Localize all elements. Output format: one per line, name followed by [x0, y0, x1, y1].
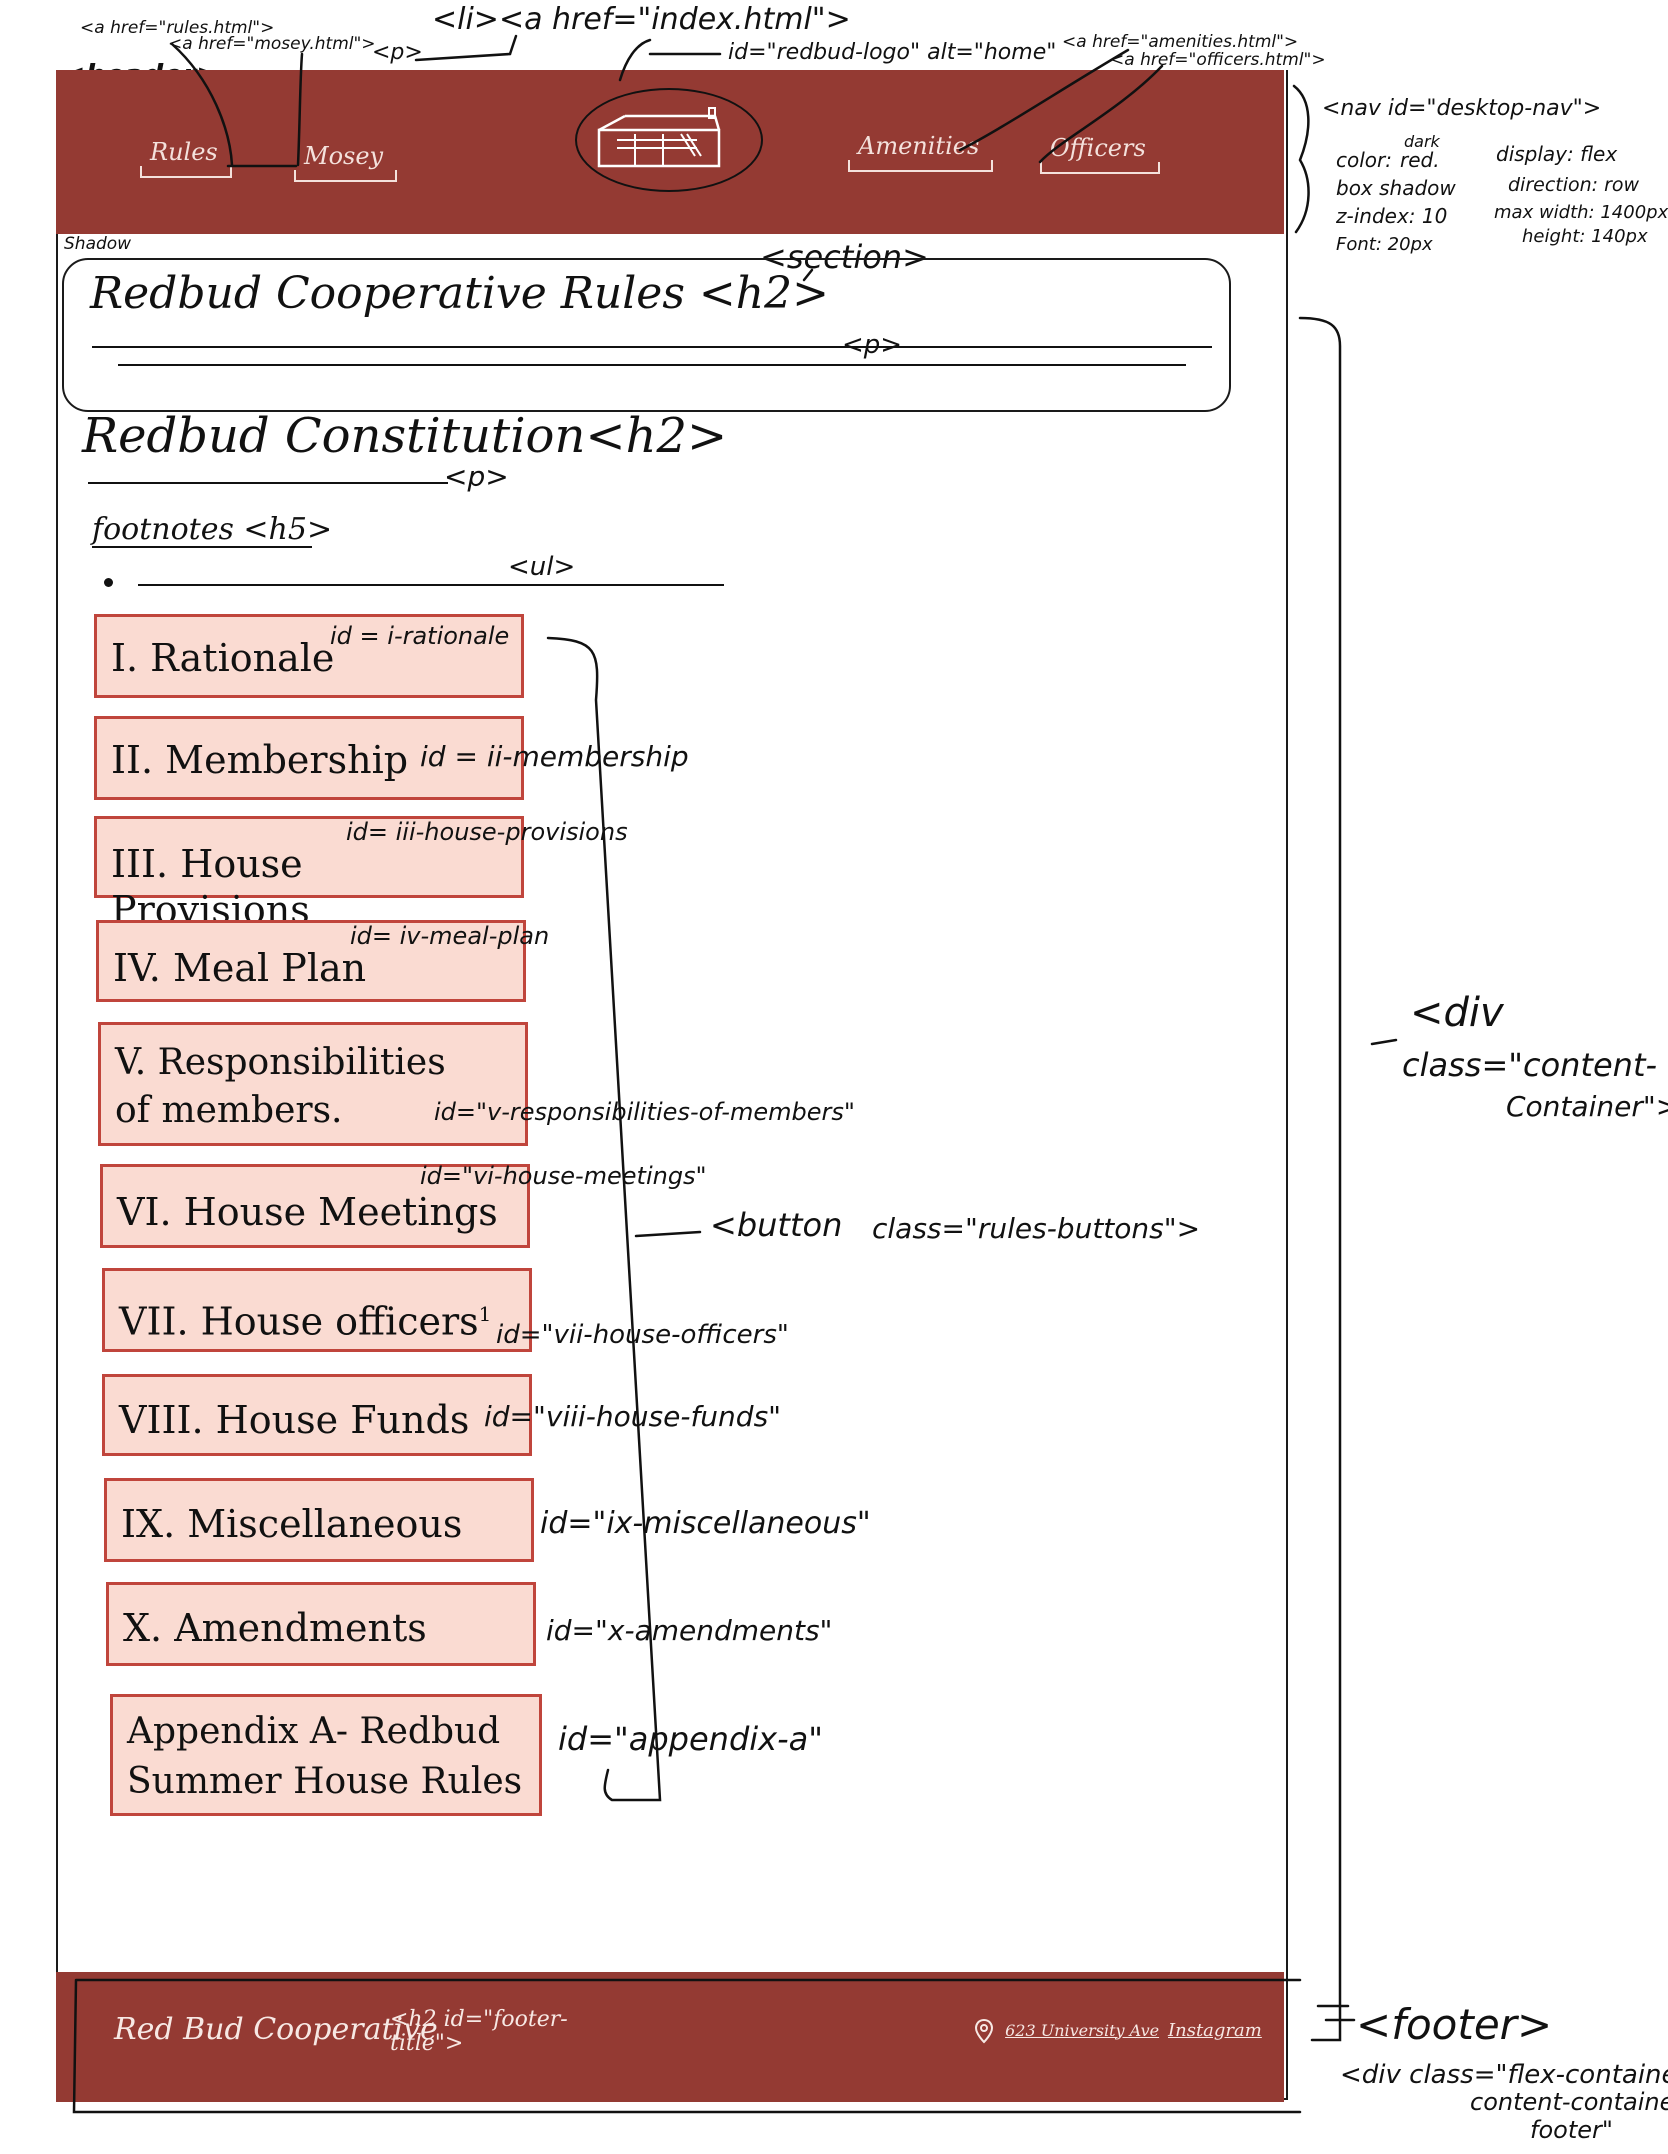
- annotation-div-class-2: Container">: [1506, 1090, 1668, 1123]
- annotation-height: height: 140px: [1522, 226, 1648, 247]
- rule-button-v-responsibilities-of-members[interactable]: V. Responsibilities of members.: [98, 1022, 528, 1146]
- annotation-officers-link: <a href="officers.html">: [1110, 50, 1326, 70]
- annotation-button-tag: <button: [710, 1206, 843, 1244]
- annotation-section-p: <p>: [842, 330, 903, 360]
- annotation-footer-div-3: footer": [1530, 2116, 1613, 2144]
- section-title: Redbud Cooperative Rules <h2>: [90, 268, 829, 319]
- rule-id: id="v-responsibilities-of-members": [434, 1098, 855, 1126]
- nav-rules-link[interactable]: Rules: [140, 138, 232, 178]
- rule-label: III. House Provisions: [111, 842, 310, 932]
- rule-button-x-amendments[interactable]: X. Amendments: [106, 1582, 536, 1666]
- annotation-color-value: red.: [1400, 148, 1440, 172]
- nav-rules-underline: [140, 166, 232, 178]
- rule-button-viii-house-funds[interactable]: VIII. House Funds: [102, 1374, 532, 1456]
- nav-officers-link[interactable]: Officers: [1040, 134, 1160, 174]
- annotation-rules-link: <a href="rules.html">: [80, 18, 275, 38]
- rule-label: VI. House Meetings: [117, 1190, 498, 1234]
- rule-button-iv-meal-plan[interactable]: IV. Meal Plan: [96, 920, 526, 1002]
- annotation-li-index: <li><a href="index.html">: [432, 2, 851, 37]
- annotation-direction: direction: row: [1508, 174, 1640, 196]
- annotation-button-class: class="rules-buttons">: [872, 1212, 1201, 1245]
- rule-id: id = ii-membership: [420, 740, 689, 773]
- rule-id: id="vii-house-officers": [496, 1320, 789, 1350]
- annotation-mosey-link: <a href="mosey.html">: [168, 34, 376, 54]
- section-box: [62, 258, 1231, 412]
- house-logo-icon: [597, 107, 721, 168]
- footer-title-annotation: <h2 id="footer-title">: [390, 2007, 568, 2056]
- annotation-footer-div-1: <div class="flex-container: [1340, 2060, 1668, 2090]
- rule-id: id="viii-house-funds": [484, 1400, 782, 1433]
- location-pin-icon: [974, 2018, 994, 2044]
- nav-amenities-link[interactable]: Amenities: [848, 132, 994, 172]
- constitution-title: Redbud Constitution<h2>: [82, 408, 728, 464]
- rule-label: IX. Miscellaneous: [121, 1502, 463, 1546]
- footer-instagram-link[interactable]: Instagram: [1168, 2020, 1262, 2041]
- annotation-z-index: z-index: 10: [1336, 204, 1448, 228]
- rule-button-i-rationale[interactable]: I. Rationale: [94, 614, 524, 698]
- rule-id: id="vi-house-meetings": [420, 1162, 707, 1190]
- annotation-footer-div-2: content-container: [1470, 2088, 1668, 2116]
- rule-button-appendix-a[interactable]: Appendix A- Redbud Summer House Rules: [110, 1694, 542, 1816]
- annotation-ul-tag: <ul>: [508, 552, 576, 582]
- rule-id: id="appendix-a": [558, 1720, 823, 1758]
- rule-label: X. Amendments: [123, 1606, 427, 1650]
- annotation-p-tag: <p>: [372, 40, 423, 65]
- redbud-logo[interactable]: [575, 88, 763, 192]
- annotation-shadow: Shadow: [64, 234, 132, 254]
- rule-button-ii-membership[interactable]: II. Membership: [94, 716, 524, 800]
- annotation-color-label: color:: [1336, 148, 1392, 172]
- annotation-box-shadow: box shadow: [1336, 176, 1456, 200]
- annotation-div-class-1: class="content-: [1402, 1046, 1658, 1084]
- footnote-marker: 1: [478, 1302, 492, 1326]
- annotation-max-width: max width: 1400px: [1494, 202, 1668, 223]
- annotation-logo-id: id="redbud-logo" alt="home": [728, 40, 1057, 65]
- rule-label: II. Membership: [111, 738, 409, 782]
- annotation-nav-tag: <nav id="desktop-nav">: [1322, 96, 1602, 121]
- nav-amenities-underline: [848, 160, 994, 172]
- rule-label: I. Rationale: [111, 636, 335, 680]
- rule-id: id="ix-miscellaneous": [540, 1506, 871, 1541]
- nav-rules-label: Rules: [150, 138, 218, 166]
- footer-address: 623 University Ave: [1005, 2020, 1160, 2040]
- section-p-line-2: [118, 364, 1186, 366]
- footer: Red Bud Cooperative <h2 id="footer-title…: [56, 1972, 1284, 2102]
- ul-item-line: [138, 584, 724, 586]
- rule-button-vii-house-officers[interactable]: VII. House officers1: [102, 1268, 532, 1352]
- annotation-color-value-top: dark: [1404, 132, 1440, 151]
- annotation-footer-tag: <footer>: [1356, 2000, 1553, 2049]
- footer-address-link[interactable]: 623 University Ave: [974, 2018, 1159, 2044]
- annotation-font: Font: 20px: [1336, 234, 1433, 255]
- nav-mosey-label: Mosey: [304, 142, 384, 170]
- footnotes-underline: [92, 546, 312, 548]
- rule-button-ix-miscellaneous[interactable]: IX. Miscellaneous: [104, 1478, 534, 1562]
- ul-bullet: [104, 578, 113, 587]
- annotation-amenities-link: <a href="amenities.html">: [1062, 32, 1299, 52]
- rule-label: VII. House officers: [119, 1299, 479, 1344]
- annotation-constitution-p: <p>: [444, 460, 509, 493]
- section-p-line-1: [92, 346, 1212, 348]
- rule-label: VIII. House Funds: [119, 1398, 470, 1442]
- nav-officers-label: Officers: [1050, 134, 1146, 162]
- rule-id: id= iv-meal-plan: [350, 922, 550, 950]
- rule-label: V. Responsibilities of members.: [115, 1042, 446, 1131]
- rule-button-vi-house-meetings[interactable]: VI. House Meetings: [100, 1164, 530, 1248]
- rule-id: id = i-rationale: [330, 622, 510, 650]
- nav-amenities-label: Amenities: [858, 132, 980, 160]
- nav-officers-underline: [1040, 162, 1160, 174]
- footnotes-heading: footnotes <h5>: [92, 512, 333, 547]
- rule-label: Appendix A- Redbud Summer House Rules: [127, 1711, 523, 1802]
- annotation-section-tag: <section>: [760, 238, 929, 276]
- constitution-p-line: [88, 482, 448, 484]
- nav-mosey-underline: [294, 170, 398, 182]
- rule-id: id= iii-house-provisions: [346, 818, 628, 846]
- nav-mosey-link[interactable]: Mosey: [294, 142, 398, 182]
- annotation-div-tag: <div: [1410, 990, 1504, 1036]
- rule-id: id="x-amendments": [546, 1614, 833, 1647]
- rule-label: IV. Meal Plan: [113, 946, 367, 990]
- annotation-display: display: flex: [1496, 142, 1618, 166]
